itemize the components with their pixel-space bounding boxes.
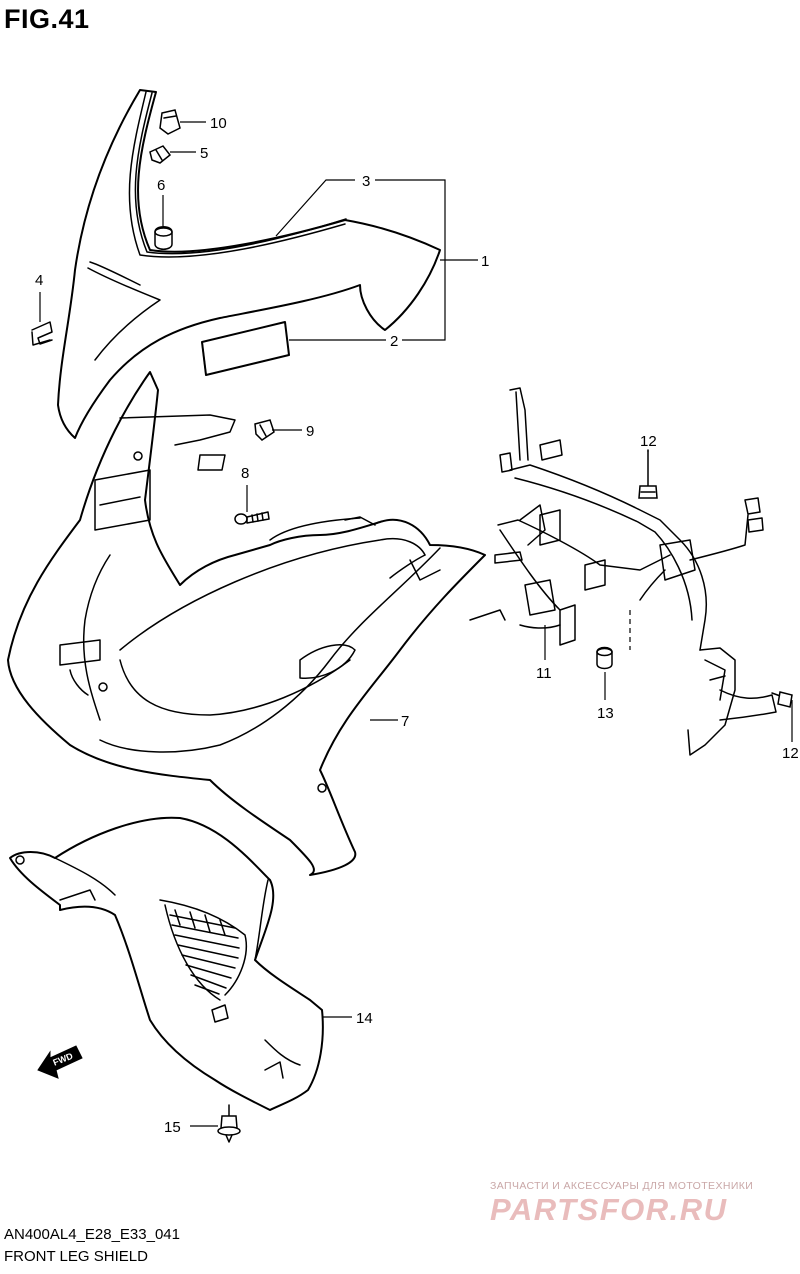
- emblem-plate: [201, 321, 290, 376]
- lower-inner-cover: [9, 816, 324, 1111]
- model-code: AN400AL4_E28_E33_041: [4, 1226, 180, 1243]
- callout-12-upper: 12: [640, 433, 657, 450]
- callout-6: 6: [157, 177, 165, 194]
- callout-12-lower: 12: [782, 745, 799, 762]
- figure-title: FIG.41: [4, 4, 90, 34]
- callout-7: 7: [401, 713, 409, 730]
- callout-2: 2: [390, 333, 398, 350]
- watermark-subtitle: ЗАПЧАСТИ И АКСЕССУАРЫ ДЛЯ МОТОТЕХНИКИ: [490, 1180, 754, 1192]
- callout-11: 11: [536, 665, 552, 682]
- upper-front-cover: [57, 89, 441, 439]
- bolt-12-upper: [638, 449, 658, 499]
- nut-10: [159, 109, 181, 135]
- callout-8: 8: [241, 465, 249, 482]
- callout-5: 5: [200, 145, 208, 162]
- leader-lines: [39, 121, 793, 1127]
- grommet-6: [154, 226, 173, 250]
- front-leg-shield: [7, 371, 486, 876]
- callout-numbers: 10 5 6 4 3 1 2 9 8 7 12 11 13 12 14 15: [35, 115, 799, 1136]
- screw-8: [234, 511, 270, 525]
- front-frame-stay: [469, 387, 777, 756]
- callout-1: 1: [481, 253, 489, 270]
- bolt-12-lower: [771, 691, 793, 708]
- clip-9: [254, 419, 275, 441]
- grommet-13: [596, 646, 613, 670]
- callout-10: 10: [210, 115, 227, 132]
- watermark-brand: PARTSFOR.RU: [490, 1192, 728, 1227]
- callout-15: 15: [164, 1119, 181, 1136]
- fwd-arrow-icon: FWD: [37, 1045, 83, 1079]
- callout-13: 13: [597, 705, 614, 722]
- callout-9: 9: [306, 423, 314, 440]
- callout-3: 3: [362, 173, 370, 190]
- spring-clip: [31, 321, 53, 346]
- clip-5: [149, 145, 172, 164]
- callout-14: 14: [356, 1010, 373, 1027]
- callout-4: 4: [35, 272, 43, 289]
- rivet-15: [217, 1104, 241, 1143]
- section-name: FRONT LEG SHIELD: [4, 1248, 148, 1265]
